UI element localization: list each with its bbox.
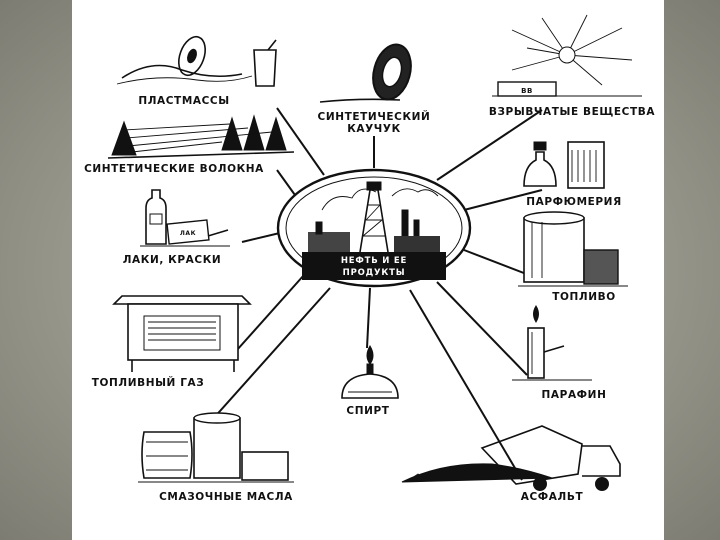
node-lubricants: СМАЗОЧНЫЕ МАСЛА [138,412,294,503]
node-paraffin: ПАРАФИН [512,305,607,401]
label-plastics: ПЛАСТМАССЫ [138,95,229,107]
spirit-lamp-icon [341,345,399,399]
tire-icon [319,43,412,103]
label-lubricants: СМАЗОЧНЫЕ МАСЛА [159,491,293,503]
paint-bottle-icon: ЛАК [140,189,230,247]
perfume-bottle-icon [523,141,605,189]
label-fuel-gas: ТОПЛИВНЫЙ ГАЗ [92,376,205,389]
thread-spools-icon [107,114,295,159]
label-rubber-line2: КАУЧУК [347,123,401,135]
oil-products-diagram: НЕФТЬ И ЕЕ ПРОДУКТЫ ПЛАСТМАССЫ СИНТЕТИЧЕ… [84,14,655,503]
center-label-line2: ПРОДУКТЫ [343,268,406,278]
slide: НЕФТЬ И ЕЕ ПРОДУКТЫ ПЛАСТМАССЫ СИНТЕТИЧЕ… [72,0,664,540]
connector-rays [211,107,543,481]
label-asphalt: АСФАЛЬТ [521,491,584,503]
center-label-band [302,252,446,280]
ray-alcohol [366,287,371,349]
label-fuel: ТОПЛИВО [552,291,616,303]
ray-lubricants [211,287,331,421]
oil-barrels-icon [138,412,294,483]
center-emblem: НЕФТЬ И ЕЕ ПРОДУКТЫ [276,168,472,288]
node-explosives: ВВ ВЗРЫВЧАТЫЕ ВЕЩЕСТВА [489,14,655,118]
dump-truck-icon [401,425,621,491]
node-rubber: СИНТЕТИЧЕСКИЙ КАУЧУК [318,43,431,135]
node-perfume: ПАРФЮМЕРИЯ [523,141,622,208]
ray-asphalt [409,289,523,481]
explosive-can-label: ВВ [521,87,533,95]
label-explosives: ВЗРЫВЧАТЫЕ ВЕЩЕСТВА [489,106,655,118]
ray-plastics [276,107,325,176]
label-perfume: ПАРФЮМЕРИЯ [526,196,622,208]
factory-icon [308,209,440,252]
node-fuel-gas: ТОПЛИВНЫЙ ГАЗ [92,295,252,389]
explosion-icon: ВВ [492,14,642,97]
label-varnish: ЛАКИ, КРАСКИ [123,254,222,266]
node-plastics: ПЛАСТМАССЫ [116,35,277,107]
node-fibers: СИНТЕТИЧЕСКИЕ ВОЛОКНА [84,114,295,175]
gas-stove-icon [112,295,252,372]
center-label-line1: НЕФТЬ И ЕЕ [341,256,407,266]
plastic-goods-icon [116,35,277,87]
node-alcohol: СПИРТ [341,345,399,417]
label-alcohol: СПИРТ [346,405,389,417]
ray-perfume [463,189,543,211]
ray-paraffin [436,281,528,376]
ray-varnish [241,231,285,243]
varnish-can-label: ЛАК [180,230,196,237]
label-fibers: СИНТЕТИЧЕСКИЕ ВОЛОКНА [84,163,264,175]
node-varnish: ЛАК ЛАКИ, КРАСКИ [123,189,230,266]
ray-fuel-gas [236,274,305,351]
oil-derrick-icon [359,181,389,253]
label-rubber-line1: СИНТЕТИЧЕСКИЙ [318,110,431,123]
label-paraffin: ПАРАФИН [542,389,607,401]
fuel-barrel-icon [518,211,628,287]
candle-icon [512,305,592,381]
node-asphalt: АСФАЛЬТ [401,425,621,503]
ray-explosives [436,109,543,181]
node-fuel: ТОПЛИВО [518,211,628,303]
